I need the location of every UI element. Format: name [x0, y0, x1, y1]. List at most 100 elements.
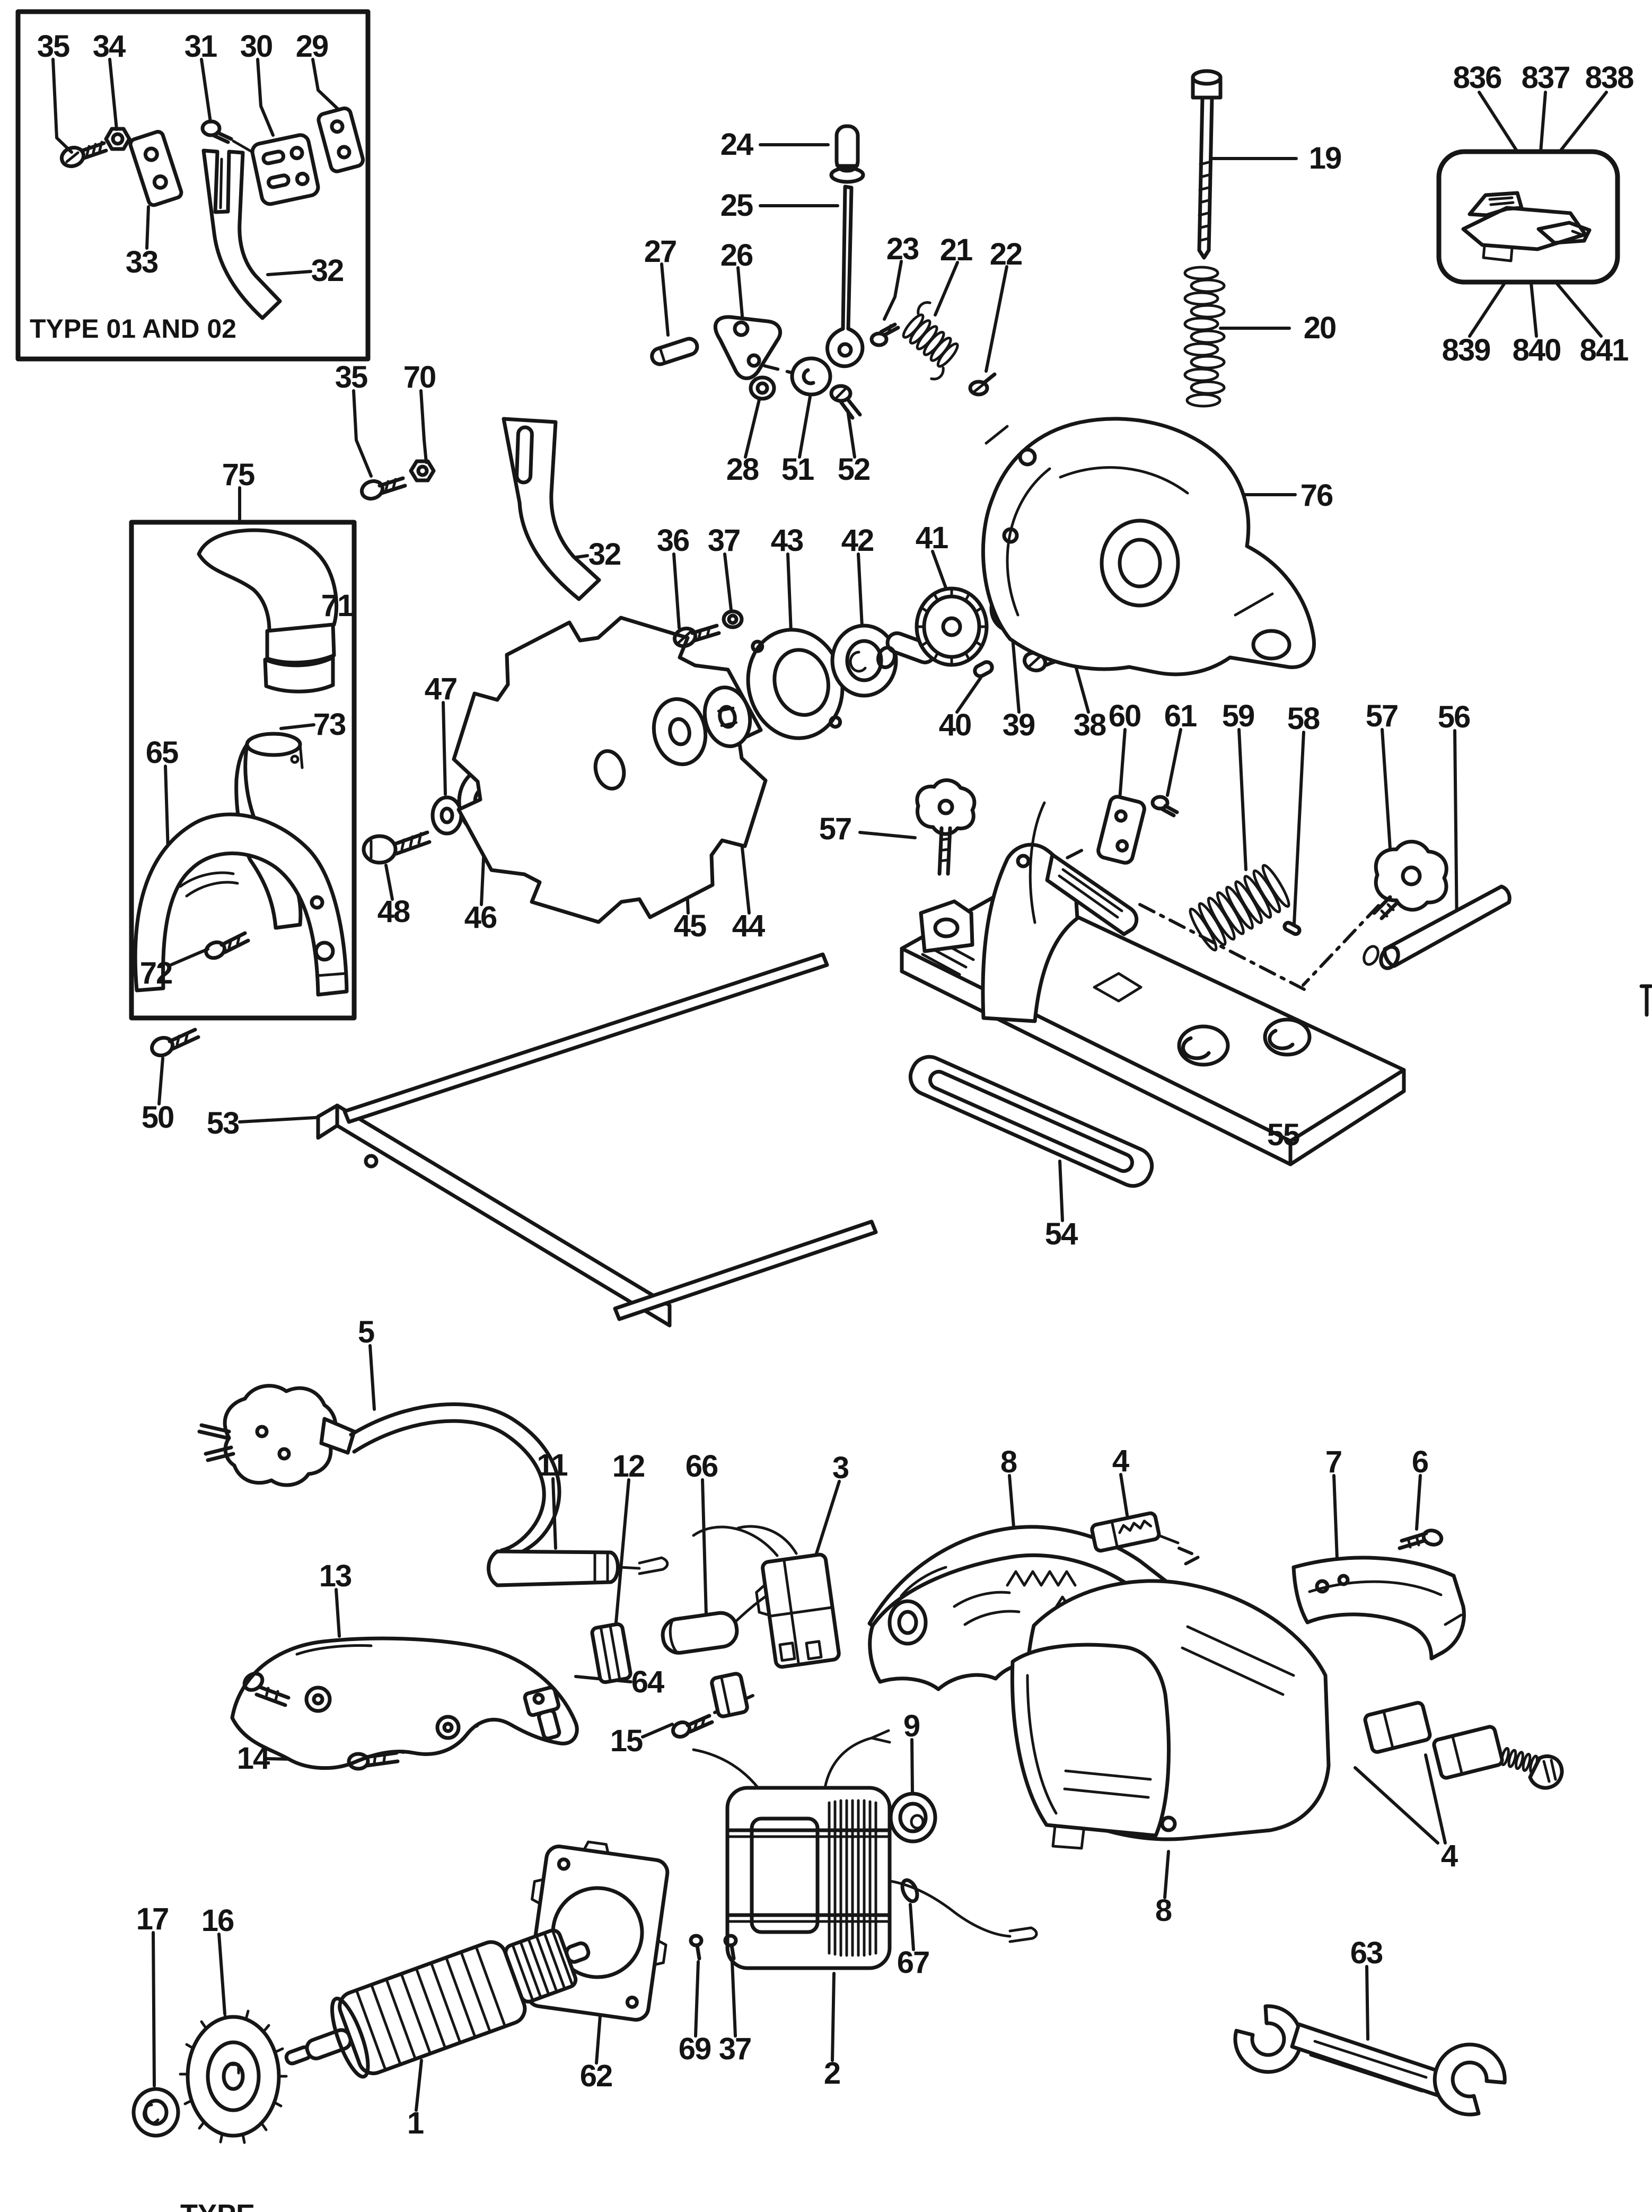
part-label-62: 62: [579, 2059, 613, 2093]
part-label-21: 21: [939, 233, 973, 267]
part-label-838: 838: [1585, 60, 1635, 95]
cord-clamp-12: [590, 1622, 632, 1684]
spring-59: [1189, 864, 1290, 952]
dust-elbow-71: [197, 528, 339, 694]
part-label-50: 50: [141, 1100, 174, 1135]
part-label-37-gear: 37: [707, 523, 741, 558]
bearing-retainer-43: [746, 628, 845, 740]
part-label-9: 9: [903, 1709, 920, 1743]
part-label-12: 12: [612, 1449, 645, 1484]
part-label-4-bottom: 4: [1440, 1839, 1458, 1873]
screw-14-upper: [242, 1672, 291, 1707]
part-label-65: 65: [145, 735, 179, 770]
blade-bolt-48: [362, 830, 432, 865]
screw-69: [689, 1934, 704, 1961]
screw-61: [1150, 795, 1179, 818]
part-label-836: 836: [1453, 60, 1502, 95]
part-label-54: 54: [1044, 1217, 1078, 1251]
screw-14: [347, 1751, 400, 1771]
wing-knob-57-left: [915, 778, 977, 876]
gear-housing-76: [981, 417, 1316, 677]
screw-72: [204, 931, 250, 960]
bearing-9: [889, 1792, 937, 1844]
part-label-39: 39: [1002, 708, 1035, 742]
part-label-36: 36: [656, 523, 690, 558]
washer-37-gear: [722, 609, 744, 629]
part-label-15: 15: [610, 1724, 643, 1758]
carbon-brushes-4-bottom: [1363, 1701, 1564, 1790]
part-label-52: 52: [837, 452, 871, 487]
part-label-35-box: 35: [37, 29, 70, 64]
part-label-17: 17: [136, 1902, 169, 1936]
gear-41: [876, 586, 989, 670]
lever-plate-26: [713, 315, 782, 380]
end-cover-7: [1291, 1556, 1466, 1661]
screw-37-field: [723, 1934, 738, 1961]
ball-bearing-42: [830, 624, 898, 698]
part-label-59: 59: [1222, 699, 1255, 733]
power-cord-5: [197, 1384, 561, 1560]
cord-guard-11: [487, 1549, 669, 1587]
bracket-60: [1096, 795, 1146, 865]
capacitor-66: [661, 1611, 739, 1655]
wire-67: [889, 1878, 1038, 1943]
plate-29: [317, 106, 365, 173]
fan-16: [179, 2008, 288, 2144]
part-label-57-left: 57: [819, 812, 852, 846]
part-label-29: 29: [295, 29, 329, 64]
spring-20: [1183, 266, 1226, 408]
part-label-71: 71: [321, 589, 354, 623]
pin-27: [650, 337, 699, 366]
part-label-48: 48: [377, 894, 410, 929]
screw-31: [200, 119, 255, 154]
part-label-32-main: 32: [588, 537, 621, 572]
part-label-69: 69: [678, 2032, 711, 2066]
part-label-44: 44: [732, 909, 765, 943]
part-label-25: 25: [720, 188, 753, 223]
part-label-14: 14: [236, 1741, 270, 1776]
part-label-5: 5: [357, 1315, 375, 1349]
slot-bracket-54: [908, 1055, 1154, 1188]
part-label-53: 53: [206, 1106, 240, 1140]
part-label-76: 76: [1300, 478, 1333, 513]
edge-artifact: [1639, 984, 1652, 1017]
part-label-7: 7: [1325, 1445, 1342, 1479]
part-label-4-top: 4: [1112, 1444, 1129, 1478]
pin-58: [1282, 920, 1302, 936]
part-label-33: 33: [125, 245, 159, 279]
screw-35-main: [359, 476, 407, 501]
inner-washer-45: [652, 697, 708, 766]
footer-partial-text: TYPE: [180, 2200, 255, 2212]
part-label-58: 58: [1287, 701, 1320, 736]
part-label-60: 60: [1108, 699, 1141, 733]
part-label-47: 47: [424, 672, 458, 706]
saw-blade: [452, 616, 768, 924]
part-label-1: 1: [407, 2106, 424, 2140]
lower-guard-65: [133, 812, 349, 997]
screw-36: [673, 624, 721, 648]
plate-33: [128, 130, 183, 207]
base-plate-55: [900, 801, 1406, 1166]
part-label-34: 34: [92, 29, 126, 64]
part-label-73: 73: [313, 707, 346, 742]
brush-assembly-4-top: [1090, 1511, 1180, 1553]
lever-rod-25: [825, 185, 865, 368]
brush-holder-64: [523, 1686, 561, 1741]
nut-70: [409, 459, 436, 482]
rod-56: [1363, 884, 1512, 970]
part-label-8-top: 8: [1000, 1445, 1017, 1479]
part-label-42: 42: [841, 523, 874, 558]
holder-bracket: [710, 1672, 749, 1718]
handle-half-13: [230, 1636, 579, 1770]
part-label-23: 23: [886, 232, 919, 266]
part-label-8-bottom: 8: [1155, 1893, 1172, 1928]
part-label-19: 19: [1308, 141, 1342, 175]
part-label-38: 38: [1073, 708, 1106, 742]
riving-knife-box-32: [201, 148, 282, 320]
part-label-63: 63: [1350, 1936, 1383, 1970]
motor-housing-8: [867, 1525, 1331, 1850]
part-label-26: 26: [720, 238, 753, 273]
part-label-61: 61: [1164, 699, 1197, 733]
field-coil-2: [692, 1729, 892, 1970]
